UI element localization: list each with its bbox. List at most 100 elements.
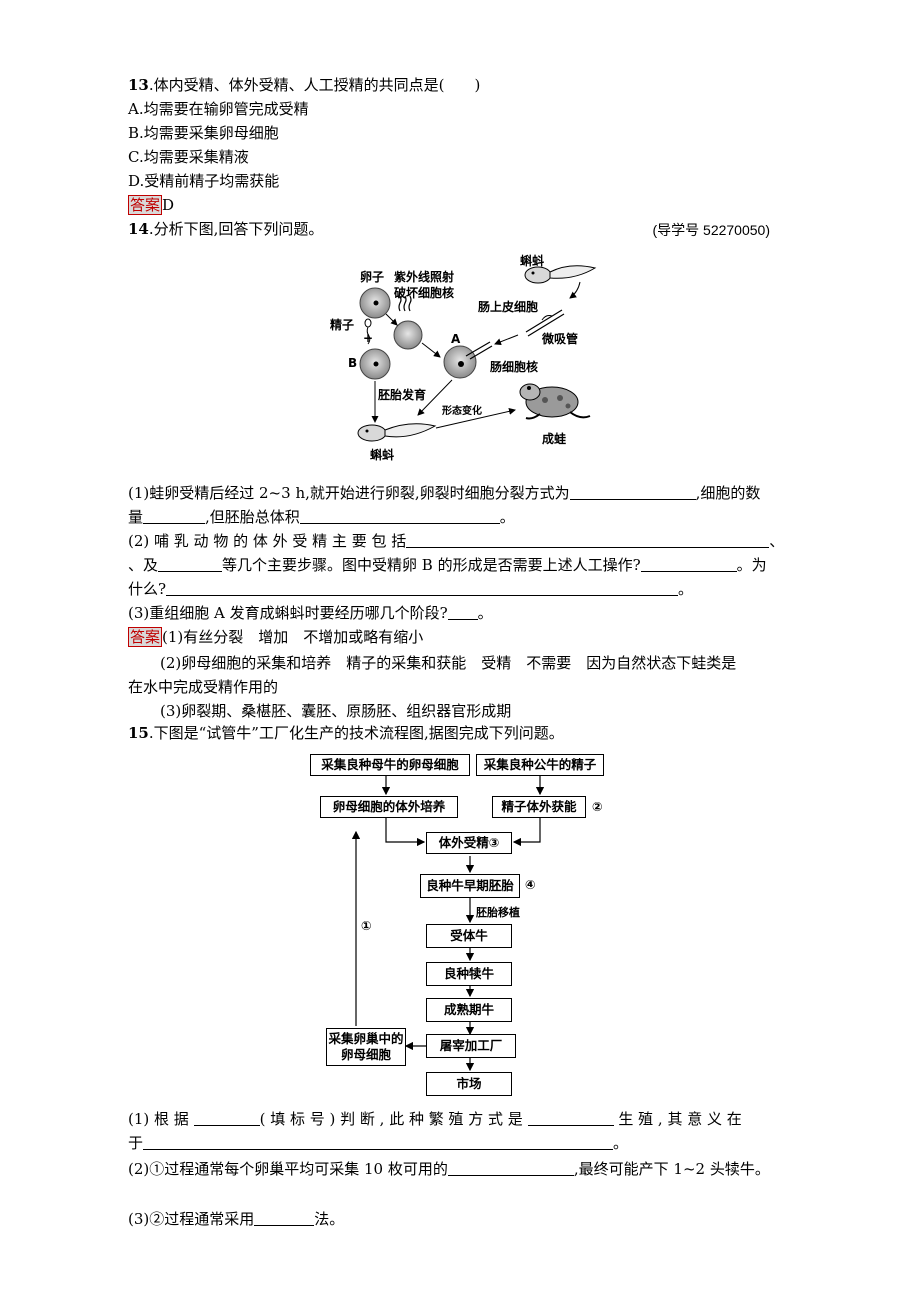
enucleated-egg [393,320,423,350]
label-tadpole-bottom: 蝌蚪 [370,448,395,462]
egg-culture-box: 卵母细胞的体外培养 [320,796,458,818]
label-egg: 卵子 [360,270,385,284]
sperm-capacitation-box: 精子体外获能 [492,796,586,818]
q13-option-d: D.受精前精子均需获能 [128,172,280,190]
blank[interactable] [143,507,206,524]
blank[interactable] [143,1133,614,1150]
label-sperm: 精子 [330,318,355,332]
label-uv: 紫外线照射 [394,270,455,284]
calf-box: 良种犊牛 [426,962,512,986]
blank[interactable] [254,1209,315,1226]
label-intestine-cell: 肠上皮细胞 [478,300,539,314]
text: (2) 哺 乳 动 物 的 体 外 受 精 主 要 包 括 [128,532,407,550]
blank[interactable] [447,603,478,620]
mark-4: ④ [525,877,536,892]
text: 量 [128,508,144,526]
frog-diagram-art [357,265,597,442]
text: 。 [477,604,493,622]
q14-number: 14 [128,220,149,238]
market-box: 市场 [426,1072,512,1096]
mark-1: ① [361,918,372,933]
q14-answer-2a: (2)卵母细胞的采集和培养 精子的采集和获能 受精 不需要 因为自然状态下蛙类是 [160,654,737,672]
collect-sperm-box: 采集良种公牛的精子 [476,754,604,776]
q13-option-b: B.均需要采集卵母细胞 [128,124,279,142]
ovary-egg-box: 采集卵巢中的卵母细胞 [326,1028,406,1066]
text: (3)②过程通常采用 [128,1210,255,1228]
q14-part2-line3: 什么? 。 [128,578,693,600]
text: 。 [499,508,515,526]
q13-number: 13 [128,76,149,94]
recombinant-cell-a [443,345,477,379]
answer-text: (1)有丝分裂 增加 不增加或略有缩小 [162,628,424,646]
q14-part2-line1: (2) 哺 乳 动 物 的 体 外 受 精 主 要 包 括 、 [128,530,784,552]
q15-stem-text: .下图是“试管牛”工厂化生产的技术流程图,据图完成下列问题。 [148,724,564,742]
flowchart: 采集良种母牛的卵母细胞 采集良种公牛的精子 卵母细胞的体外培养 精子体外获能 ②… [300,750,630,1100]
slaughterhouse-box: 屠宰加工厂 [426,1034,516,1058]
text: ,但胚胎总体积 [205,508,300,526]
uv-arrows [398,295,412,312]
blank[interactable] [193,1109,260,1126]
q14-stem-text: .分析下图,回答下列问题。 [148,220,324,238]
early-embryo-box: 良种牛早期胚胎 [420,874,520,898]
label-a: A [451,332,461,346]
q14-part1-line1: (1)蛙卵受精后经过 2~3 h,就开始进行卵裂,卵裂时细胞分裂方式为,细胞的数 [128,482,760,504]
mature-cow-box: 成熟期牛 [426,998,512,1022]
q14-part3: (3)重组细胞 A 发育成蝌蚪时要经历哪几个阶段?。 [128,602,493,624]
blank[interactable] [166,579,679,596]
label-plus: + [363,331,374,345]
q14-part2-line2: 、及等几个主要步骤。图中受精卵 B 的形成是否需要上述人工操作?。为 [128,554,767,576]
text: 。 [678,580,694,598]
tadpole-top [524,265,597,284]
q13-option-a: A.均需要在输卵管完成受精 [128,100,309,118]
label-b: B [348,356,358,370]
label-morph: 形态变化 [442,406,482,417]
label-destroy-nucleus: 破坏细胞核 [394,286,455,300]
recipient-cow-box: 受体牛 [426,924,512,948]
embryo-transfer-label: 胚胎移植 [476,906,520,919]
mark-2: ② [592,799,603,814]
zygote-b [359,348,391,380]
q14-answer-3: (3)卵裂期、桑椹胚、囊胚、原肠胚、组织器官形成期 [160,702,512,720]
text: 什么? [128,580,167,598]
q15-part1-line2: 于。 [128,1132,628,1154]
text: 于 [128,1134,144,1152]
blank[interactable] [447,1159,574,1176]
answer-tag: 答案 [128,195,163,215]
q15-part2: (2)①过程通常每个卵巢平均可采集 10 枚可用的,最终可能产下 1~2 头犊牛… [128,1158,770,1180]
label-micropipette: 微吸管 [542,332,579,346]
blank[interactable] [640,555,737,572]
flowchart-connectors [351,774,545,1072]
micropipette-icon [525,309,565,337]
label-embryo-dev: 胚胎发育 [378,388,427,402]
q14-stem: 14.分析下图,回答下列问题。 [128,218,323,240]
text: 等几个主要步骤。图中受精卵 B 的形成是否需要上述人工操作? [222,556,641,574]
egg-cell [359,287,391,319]
q14-answer-2b: 在水中完成受精作用的 [128,678,279,696]
text: 。为 [736,556,767,574]
text: (2)①过程通常每个卵巢平均可采集 10 枚可用的 [128,1160,448,1178]
text: ( 填 标 号 ) 判 断 , 此 种 繁 殖 方 式 是 [259,1110,523,1128]
text: ,细胞的数 [695,484,761,502]
text: 、 [769,532,785,550]
blank[interactable] [569,483,696,500]
q15-number: 15 [128,724,149,742]
text: (1) 根 据 [128,1110,189,1128]
label-adult-frog: 成蛙 [542,432,567,446]
text: 。 [613,1134,629,1152]
text: 法。 [314,1210,345,1228]
tadpole-bottom [357,423,437,442]
blank[interactable] [406,531,770,548]
blank[interactable] [527,1109,614,1126]
q13-stem: 13.体内受精、体外受精、人工授精的共同点是( ) [128,74,480,96]
blank[interactable] [158,555,223,572]
blank[interactable] [299,507,500,524]
label-nucleus: 肠细胞核 [490,360,539,374]
q14-answer-1: 答案(1)有丝分裂 增加 不增加或略有缩小 [128,626,423,648]
q14-part1-line2: 量 ,但胚胎总体积 。 [128,506,515,528]
q13-stem-text: .体内受精、体外受精、人工授精的共同点是( ) [148,76,481,94]
sperm [364,318,372,345]
q14-ref: (导学号 52270050) [652,222,770,238]
label-tadpole-top: 蝌蚪 [520,254,545,268]
answer-value: D [162,196,175,214]
